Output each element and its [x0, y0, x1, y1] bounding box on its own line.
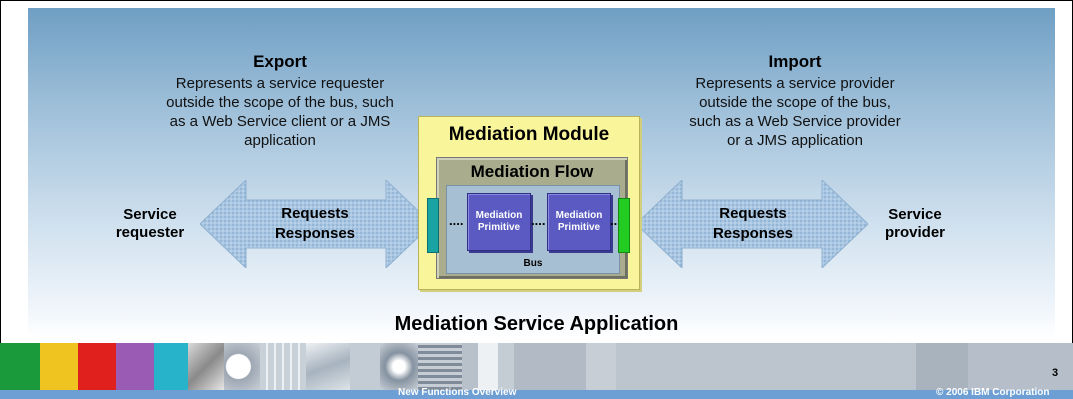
- right-arrow-label: Requests Responses: [668, 204, 838, 244]
- primitive-label: Mediation: [475, 210, 523, 221]
- import-description: Represents a service provider outside th…: [620, 74, 970, 150]
- footer-photo-tile: [418, 343, 462, 390]
- connector-dots: ....: [449, 213, 464, 228]
- import-desc-line: or a JMS application: [727, 132, 863, 149]
- left-double-arrow: [200, 180, 432, 268]
- mediation-flow-title: Mediation Flow: [470, 162, 594, 181]
- footer-gray-tile: [968, 343, 1073, 390]
- footer-photo-tile: [350, 343, 380, 390]
- requester-line: requester: [115, 224, 185, 241]
- footer-gray-tile: [478, 343, 498, 390]
- footer-photo-tile: [306, 343, 350, 390]
- export-description: Represents a service requester outside t…: [105, 74, 455, 150]
- footer-gray-tile: [586, 343, 616, 390]
- footer-gray-tile: [498, 343, 514, 390]
- import-desc-line: Represents a service provider: [695, 75, 895, 92]
- import-desc-line: outside the scope of the bus,: [699, 94, 891, 111]
- import-port: [618, 198, 630, 253]
- connector-dots: ....: [531, 213, 546, 228]
- mediation-primitive: Mediation Primitive: [467, 193, 531, 251]
- bus-label: Bus: [523, 258, 543, 269]
- footer-copyright: © 2006 IBM Corporation: [936, 387, 1050, 398]
- primitive-label: Primitive: [477, 222, 521, 233]
- footer-title: New Functions Overview: [398, 387, 517, 398]
- import-heading: Import: [768, 52, 822, 71]
- footer-page-number: 3: [1052, 367, 1059, 379]
- arrow-responses-text: Responses: [274, 225, 356, 242]
- footer-color-tile: [154, 343, 188, 390]
- footer-gray-tile: [462, 343, 478, 390]
- primitive-label: Mediation: [555, 210, 603, 221]
- footer-color-tile: [116, 343, 154, 390]
- export-desc-line: Represents a service requester: [175, 75, 385, 92]
- provider-line: provider: [884, 224, 945, 241]
- right-double-arrow: [636, 180, 868, 268]
- footer-photo-tile: [260, 343, 306, 390]
- mediation-primitive: Mediation Primitive: [547, 193, 611, 251]
- export-port: [427, 198, 439, 253]
- mediation-module: Mediation Module Mediation Flow .... Med…: [418, 116, 640, 290]
- arrow-requests-text: Requests: [281, 205, 349, 222]
- provider-line: Service: [888, 206, 942, 223]
- footer-gray-tile: [616, 343, 916, 390]
- footer: 3 New Functions Overview © 2006 IBM Corp…: [0, 343, 1073, 399]
- arrow-responses-text: Responses: [712, 225, 794, 242]
- export-desc-line: outside the scope of the bus, such: [166, 94, 394, 111]
- export-heading: Export: [253, 52, 307, 71]
- footer-gray-tile: [916, 343, 968, 390]
- footer-gray-tile: [514, 343, 586, 390]
- arrow-requests-text: Requests: [719, 205, 787, 222]
- footer-color-tile: [78, 343, 116, 390]
- import-desc-line: such as a Web Service provider: [689, 113, 901, 130]
- footer-bar: [0, 390, 1073, 399]
- footer-color-tile: [0, 343, 40, 390]
- footer-photo-tile: [188, 343, 224, 390]
- primitive-label: Primitive: [557, 222, 601, 233]
- left-arrow-label: Requests Responses: [230, 204, 400, 244]
- bus: .... Mediation Primitive .... Mediation …: [446, 185, 620, 274]
- mediation-module-title: Mediation Module: [448, 124, 610, 145]
- mediation-flow: Mediation Flow .... Mediation Primitive …: [436, 157, 628, 279]
- footer-photo-tile: [380, 343, 418, 390]
- diagram-caption: Mediation Service Application: [394, 313, 679, 335]
- service-provider-label: Service provider: [860, 206, 970, 242]
- export-desc-line: as a Web Service client or a JMS: [169, 113, 391, 130]
- footer-color-tile: [40, 343, 78, 390]
- export-desc-line: application: [244, 132, 316, 149]
- footer-photo-tile: [224, 343, 260, 390]
- service-requester-label: Service requester: [95, 206, 205, 242]
- requester-line: Service: [123, 206, 177, 223]
- connector-dots: ..: [610, 213, 618, 228]
